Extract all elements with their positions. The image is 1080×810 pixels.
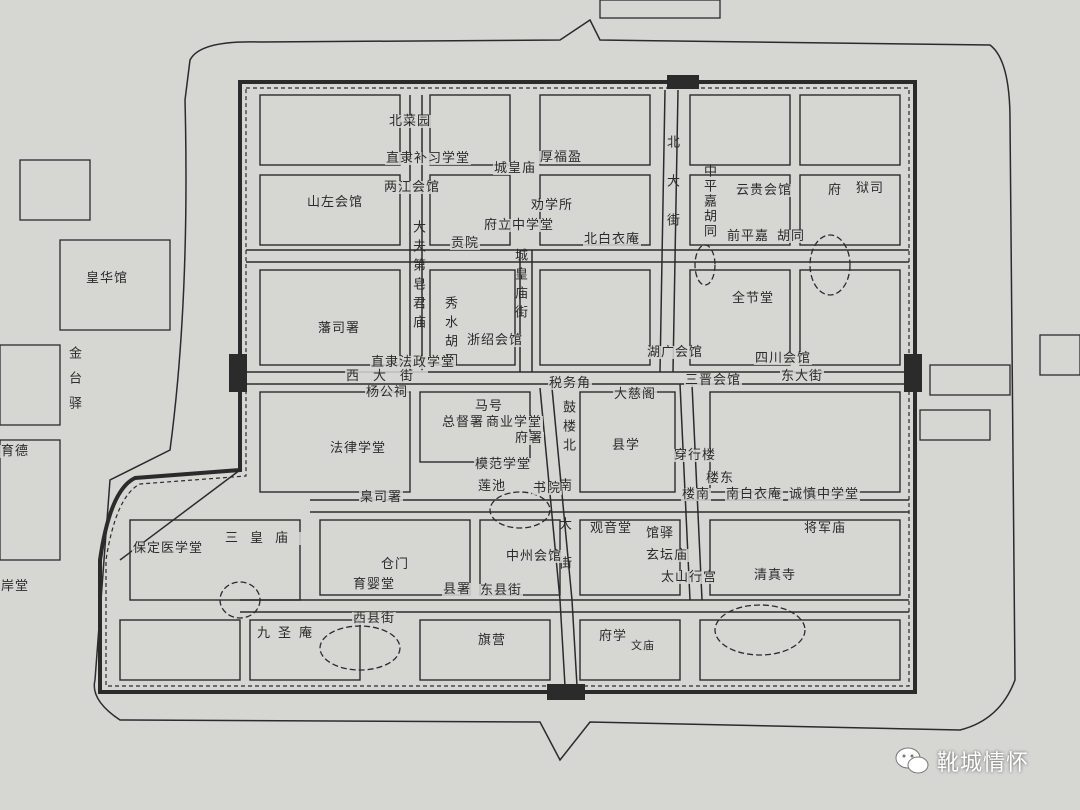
label-chenghuangmiao-street: 城皇庙街 (512, 248, 527, 324)
label-xianxue: 县学 (611, 438, 642, 453)
label-taishan: 太山行宫 (660, 570, 719, 585)
label-nan-baiyian: 南白衣庵 (725, 487, 784, 502)
label-sichuan: 四川会馆 (754, 351, 813, 366)
label-cangmen: 仓门 (380, 557, 411, 572)
label-huanghuaguan: 皇华馆 (85, 271, 130, 286)
watermark-text: 靴城情怀 (937, 751, 1030, 776)
label-xixianjie: 西县街 (352, 611, 397, 626)
label-lianchi: 莲池 (477, 479, 508, 494)
label-huguang: 湖广会馆 (646, 345, 705, 360)
label-fuxue: 府学 (598, 629, 629, 644)
label-quanxuesuo: 劝学所 (530, 198, 575, 213)
outer-blocks (0, 0, 1080, 561)
label-fushu: 府署 (514, 431, 545, 446)
ponds (219, 234, 851, 671)
city-gates (229, 75, 922, 700)
label-chengshen: 诚慎中学堂 (788, 487, 861, 502)
label-mofan: 模范学堂 (474, 457, 533, 472)
label-bei-baiyian: 北白衣庵 (583, 232, 642, 247)
label-mahao: 马号 (474, 399, 505, 414)
label-dongxianjie: 东县街 (479, 583, 524, 598)
label-niesishu: 臬司署 (359, 490, 404, 505)
label-qingzhensi: 清真寺 (753, 568, 798, 583)
label-fuli-zhongxue: 府立中学堂 (483, 218, 556, 233)
label-zhili-fazheng: 直隶法政学堂 (370, 355, 457, 370)
label-beidajie: 北大街 (664, 135, 679, 252)
label-antang: 岸堂 (0, 579, 31, 594)
label-gulou-bei: 鼓楼北 (560, 400, 575, 457)
label-chenghuangmiao: 城皇庙 (493, 161, 538, 176)
label-zhongpingjia-hutong: 中平嘉胡同 (701, 164, 716, 239)
moat (93, 18, 1016, 762)
label-shuiwujiao: 税务角 (548, 376, 593, 391)
label-yixuetang: 保定医学堂 (132, 541, 205, 556)
label-yusi: 狱司 (855, 181, 886, 196)
label-lounan: 楼南 (681, 487, 712, 502)
watermark: 靴城情怀 (895, 745, 1029, 777)
label-xuantanmiao: 玄坛庙 (645, 548, 690, 563)
label-yuyingtang: 育婴堂 (352, 577, 397, 592)
label-sanhuangmiao: 三皇庙 (224, 531, 302, 546)
label-fu: 府 (827, 183, 844, 198)
label-houfuying: 厚福盈 (539, 150, 584, 165)
label-dacige: 大慈阁 (613, 387, 658, 402)
label-quanjietang: 全节堂 (731, 291, 776, 306)
label-loudong: 楼东 (705, 471, 736, 486)
label-hutong: 胡同 (776, 229, 807, 244)
label-falv: 法律学堂 (329, 441, 388, 456)
label-beicaiyuan: 北菜园 (388, 114, 433, 129)
label-zheshao: 浙绍会馆 (466, 333, 525, 348)
label-shangye: 商业学堂 (485, 415, 544, 430)
label-guanyi: 馆驿 (645, 526, 676, 541)
label-yude: 育德 (0, 444, 31, 459)
label-jiushengan: 九圣庵 (256, 626, 322, 641)
label-nandajie: 南大街 (556, 478, 571, 595)
label-shuyuan: 书院 (532, 481, 563, 496)
label-jiangjunmiao: 将军庙 (803, 521, 848, 536)
label-yungui: 云贵会馆 (735, 183, 794, 198)
label-xiushui-hutong: 秀水胡同 (442, 296, 457, 372)
label-qianpingjia: 前平嘉 (726, 229, 771, 244)
label-dongdajie: 东大街 (780, 369, 825, 384)
label-jintaiyi: 金台驿 (66, 346, 81, 421)
label-wenmiao: 文庙 (630, 639, 656, 652)
label-xianshu: 县署 (442, 582, 473, 597)
label-qiying: 旗营 (477, 633, 508, 648)
label-dafudi-street: 大夫第皂君庙 (410, 220, 425, 334)
label-liangjiang: 两江会馆 (383, 180, 442, 195)
label-yanggongci: 杨公祠 (365, 385, 410, 400)
label-chuanxinglou: 穿行楼 (673, 448, 718, 463)
label-gongyuan: 贡院 (450, 236, 481, 251)
label-xidajie: 西大街 (345, 369, 429, 384)
wechat-icon (895, 747, 929, 774)
label-shanzuo: 山左会馆 (306, 195, 365, 210)
label-zongdushu: 总督署 (441, 415, 486, 430)
label-fansishu: 藩司署 (317, 321, 362, 336)
city-wall (98, 80, 917, 694)
label-zhongzhou: 中州会馆 (505, 549, 564, 564)
label-guanyintang: 观音堂 (589, 521, 634, 536)
label-zhili-buxi: 直隶补习学堂 (385, 151, 472, 166)
label-sanjin: 三晋会馆 (684, 373, 743, 388)
